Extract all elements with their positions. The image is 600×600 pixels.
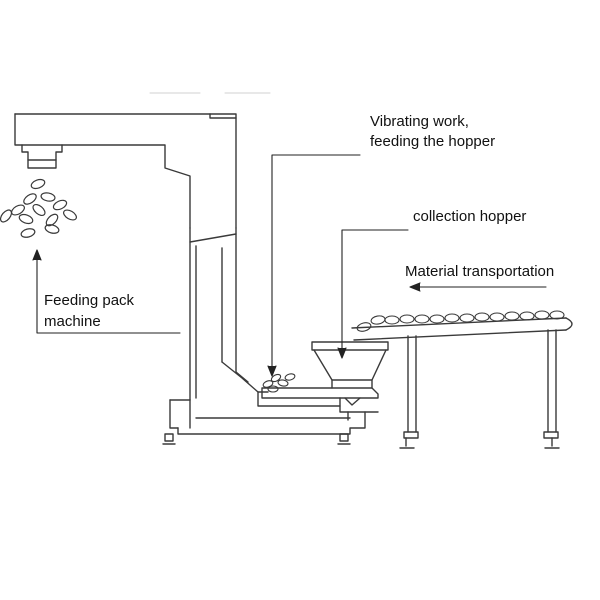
vibrating-feeder — [261, 373, 379, 421]
feeding-pack-label-line2: machine — [44, 313, 101, 330]
discharge-spout — [14, 113, 237, 229]
collection-hopper-label: collection hopper — [413, 208, 527, 225]
vibrating-work-label-line2: feeding the hopper — [370, 133, 496, 150]
falling-granules — [0, 178, 77, 238]
base-frame — [162, 391, 366, 445]
vibrating-work-label-line1: Vibrating work, — [370, 113, 469, 130]
collection-hopper — [311, 341, 389, 389]
conveyor-granules — [356, 310, 565, 332]
leader-lines — [32, 154, 547, 377]
feeding-pack-label-line1: Feeding pack — [44, 292, 135, 309]
material-transportation-label: Material transportation — [405, 263, 555, 280]
elevator-column — [189, 227, 269, 401]
feeder-granules — [262, 373, 296, 393]
belt-conveyor — [351, 317, 573, 449]
